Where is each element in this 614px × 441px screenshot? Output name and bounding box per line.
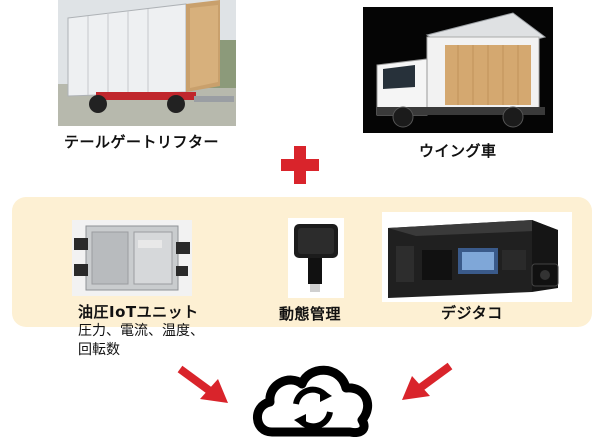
tail-lifter-label: テールゲートリフター <box>64 133 220 151</box>
wing-truck-image <box>363 7 553 133</box>
hydraulic-unit-measures-line1: 圧力、電流、温度、 <box>78 323 204 339</box>
arrow-down-left-icon <box>398 362 454 404</box>
hydraulic-iot-unit-image <box>72 220 192 296</box>
arrow-down-right-icon <box>176 365 232 407</box>
hydraulic-unit-measures-line2: 回転数 <box>78 342 120 358</box>
tail-lifter-truck-image <box>58 0 236 126</box>
digital-tachograph-image <box>382 212 572 302</box>
wing-truck-label: ウイング車 <box>419 142 497 160</box>
plus-icon <box>281 146 319 184</box>
motion-tracker-device-image <box>288 218 344 298</box>
motion-management-label: 動態管理 <box>279 305 342 323</box>
digitacho-label: デジタコ <box>441 304 503 322</box>
hydraulic-iot-unit-label: 油圧IoTユニット <box>78 303 199 321</box>
cloud-sync-icon <box>250 362 376 437</box>
